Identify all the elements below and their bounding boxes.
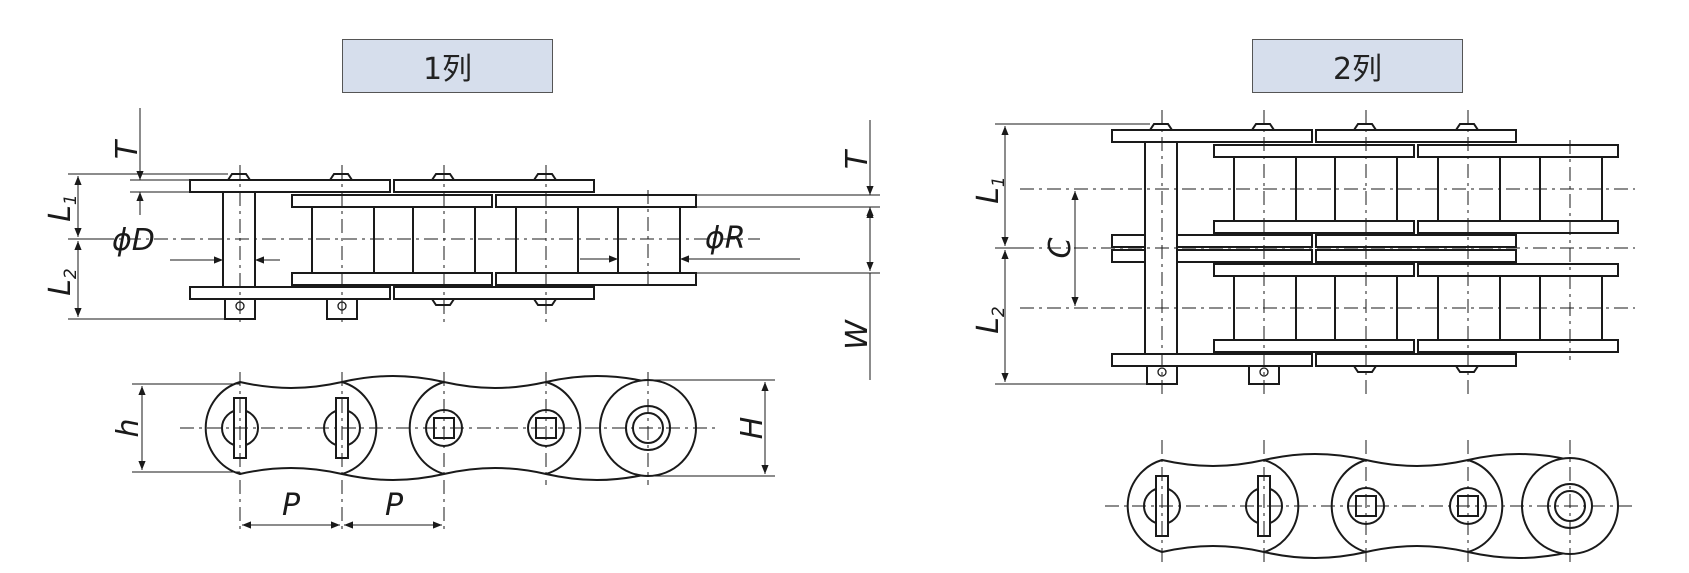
double-row-dimensions [995,123,1150,385]
panel-title-double-row: 2列 [1252,39,1463,93]
label-C: C [1043,237,1078,258]
label-phiR: ϕR [705,221,746,256]
label-h: h [111,418,146,437]
label-H: H [735,417,770,440]
dimension-labels: T L1 L2 ϕD ϕR T W h H P P L1 L2 C [43,138,1078,523]
label-L1-right: L1 [971,176,1009,204]
single-row-dimensions [68,108,880,380]
label-P-second: P [385,488,404,523]
label-phiD: ϕD [112,223,155,258]
label-W: W [840,319,875,350]
label-T-left: T [110,138,145,159]
label-L2-right: L2 [971,306,1009,334]
label-L2-left: L2 [43,268,81,296]
label-P-first: P [282,488,301,523]
single-row-top-view [100,165,760,325]
panel-title-single-row: 1列 [342,39,553,93]
label-L1-left: L1 [43,194,81,222]
single-row-side-dimensions [132,379,775,529]
double-row-top-view [1020,110,1635,395]
single-row-side-view [180,372,715,530]
double-row-side-view [1105,440,1635,565]
label-T-right: T [840,148,875,169]
